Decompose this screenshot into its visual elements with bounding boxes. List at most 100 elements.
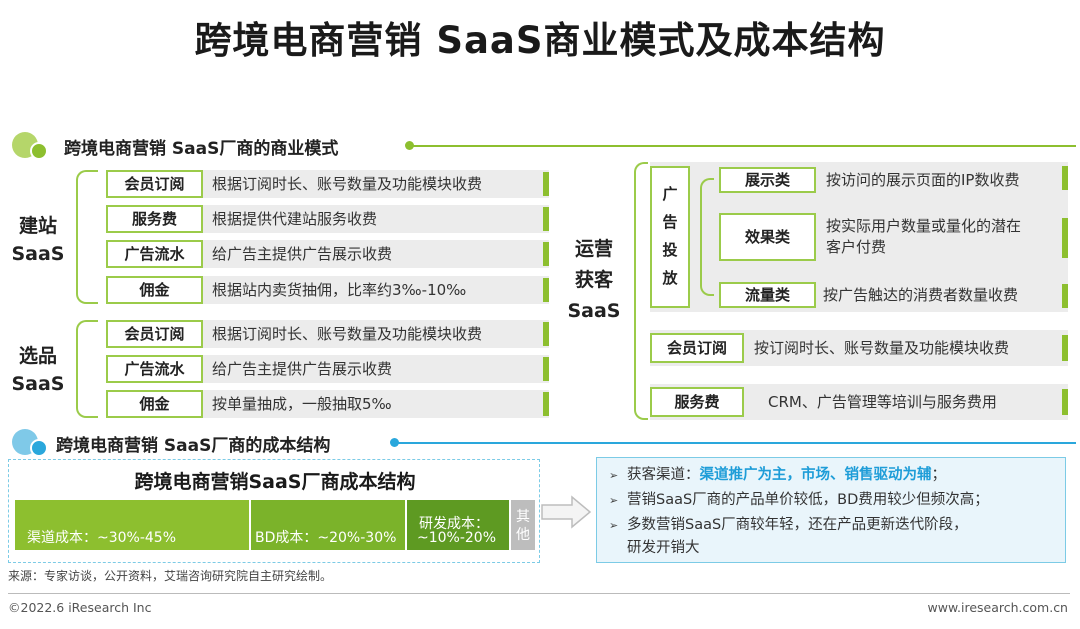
rd-cost-bar: 研发成本： ~10%-20% [407,500,509,550]
section-divider [412,145,1076,147]
summary-text: ； [931,467,947,483]
row-desc: 按单量抽成，一般抽取5‰ [212,395,392,413]
cost-structure-panel: 跨境电商营销SaaS厂商成本结构 渠道成本：~30%-45% BD成本：~20%… [8,459,540,563]
display-ad-tag: 展示类 [719,167,816,193]
line-dot-icon [390,438,399,447]
jianzhan-brace [76,170,98,304]
group-label-line: 建站 [18,215,57,237]
row-accent-bar [543,242,549,266]
row-tag: 佣金 [106,390,203,418]
footer-divider [8,593,1070,594]
summary-item: ➢营销SaaS厂商的产品单价较低，BD费用较少但频次高； [609,489,989,512]
triangle-right-icon: ➢ [609,494,619,507]
bar-label: 他 [516,527,530,543]
performance-ad-desc: 按实际用户数量或量化的潜在 客户付费 [826,216,1021,258]
row-desc: 给广告主提供广告展示收费 [212,360,393,378]
row-accent-bar [543,207,549,231]
xuanpin-row-ads: 广告流水 给广告主提供广告展示收费 [106,355,549,383]
bar-label: ~10%-20% [417,530,497,546]
group-label-line: SaaS [11,373,65,395]
ad-inner-brace [700,178,714,296]
ad-placement-tag: 广 告 投 放 [650,166,690,308]
subscription-tag: 会员订阅 [650,333,744,363]
circle-decoration-icon [30,142,48,160]
summary-text: 多数营销SaaS厂商较年轻，还在产品更新迭代阶段， [627,517,968,533]
group-label-line: 选品 [18,345,57,367]
group-label-line: SaaS [11,243,65,265]
summary-item: ➢ 获客渠道：渠道推广为主，市场、销售驱动为辅； [609,464,946,487]
jianzhan-saas-label: 建站 SaaS [10,212,66,268]
group-label-line: 获客 [574,269,613,291]
xuanpin-row-subscription: 会员订阅 根据订阅时长、账号数量及功能模块收费 [106,320,549,348]
desc-line: 按实际用户数量或量化的潜在 [826,217,1022,235]
circle-decoration-icon [30,439,48,457]
performance-ad-tag: 效果类 [719,213,816,261]
row-accent-bar [543,392,549,416]
business-model-section-header: 跨境电商营销 SaaS厂商的商业模式 [8,130,1078,162]
row-tag: 广告流水 [106,355,203,383]
tag-char: 告 [662,213,678,231]
summary-item-continued: 研发开销大 [627,540,700,556]
other-cost-bar: 其 他 [511,500,535,550]
cost-structure-section-header: 跨境电商营销 SaaS厂商的成本结构 [8,427,1078,459]
copyright: ©2022.6 iResearch Inc [8,600,152,615]
row-desc: 给广告主提供广告展示收费 [212,245,393,263]
section-title: 跨境电商营销 SaaS厂商的成本结构 [56,436,331,456]
row-accent-bar [1062,166,1068,190]
website-link[interactable]: www.iresearch.com.cn [927,600,1069,615]
service-fee-desc: CRM、广告管理等培训与服务费用 [768,393,997,411]
bar-label: 渠道成本：~30%-45% [27,530,177,546]
row-tag: 会员订阅 [106,320,203,348]
row-desc: 根据站内卖货抽佣，比率约3‰-10‰ [212,281,467,299]
summary-item: ➢ 多数营销SaaS厂商较年轻，还在产品更新迭代阶段， [609,514,968,537]
desc-line: 客户付费 [826,238,887,256]
triangle-right-icon: ➢ [609,519,619,532]
yunying-brace [634,162,648,420]
cost-summary-box: ➢ 获客渠道：渠道推广为主，市场、销售驱动为辅； ➢营销SaaS厂商的产品单价较低… [596,457,1066,563]
summary-highlight: 渠道推广为主，市场、销售驱动为辅 [699,467,932,483]
row-accent-bar [543,322,549,346]
triangle-right-icon: ➢ [609,469,619,482]
summary-text: 获客渠道： [627,467,700,483]
traffic-ad-tag: 流量类 [719,282,816,308]
section-divider [397,442,1076,444]
row-accent-bar [1062,218,1068,258]
tag-char: 投 [662,241,678,259]
row-tag: 服务费 [106,205,203,233]
row-accent-bar [543,172,549,196]
yunying-saas-label: 运营 获客 SaaS [566,234,622,327]
row-accent-bar [1062,284,1068,308]
section-title: 跨境电商营销 SaaS厂商的商业模式 [64,139,339,159]
jianzhan-row-ads: 广告流水 给广告主提供广告展示收费 [106,240,549,268]
tag-char: 广 [662,185,678,203]
row-accent-bar [543,357,549,381]
row-tag: 广告流水 [106,240,203,268]
subscription-desc: 按订阅时长、账号数量及功能模块收费 [754,339,1010,357]
bd-cost-bar: BD成本：~20%-30% [251,500,405,550]
group-label-line: 运营 [574,238,613,260]
row-desc: 根据提供代建站服务收费 [212,210,378,228]
bar-label: 研发成本： [419,516,489,532]
xuanpin-brace [76,320,98,418]
page-title: 跨境电商营销 SaaS商业模式及成本结构 [194,19,886,62]
jianzhan-row-commission: 佣金 根据站内卖货抽佣，比率约3‰-10‰ [106,276,549,304]
row-desc: 根据订阅时长、账号数量及功能模块收费 [212,175,483,193]
traffic-ad-desc: 按广告触达的消费者数量收费 [823,286,1019,304]
xuanpin-row-commission: 佣金 按单量抽成，一般抽取5‰ [106,390,549,418]
bar-label: BD成本：~20%-30% [255,530,397,546]
row-accent-bar [1062,389,1068,415]
display-ad-desc: 按访问的展示页面的IP数收费 [826,171,1020,189]
tag-char: 放 [662,269,678,287]
row-tag: 会员订阅 [106,170,203,198]
jianzhan-row-subscription: 会员订阅 根据订阅时长、账号数量及功能模块收费 [106,170,549,198]
source-note: 来源：专家访谈，公开资料，艾瑞咨询研究院自主研究绘制。 [8,569,333,583]
row-accent-bar [1062,335,1068,361]
service-fee-tag: 服务费 [650,387,744,417]
row-desc: 根据订阅时长、账号数量及功能模块收费 [212,325,483,343]
group-label-line: SaaS [567,300,621,322]
row-accent-bar [543,278,549,302]
row-tag: 佣金 [106,276,203,304]
line-dot-icon [405,141,414,150]
arrow-right-icon [541,495,592,529]
bar-label: 其 [516,509,530,525]
